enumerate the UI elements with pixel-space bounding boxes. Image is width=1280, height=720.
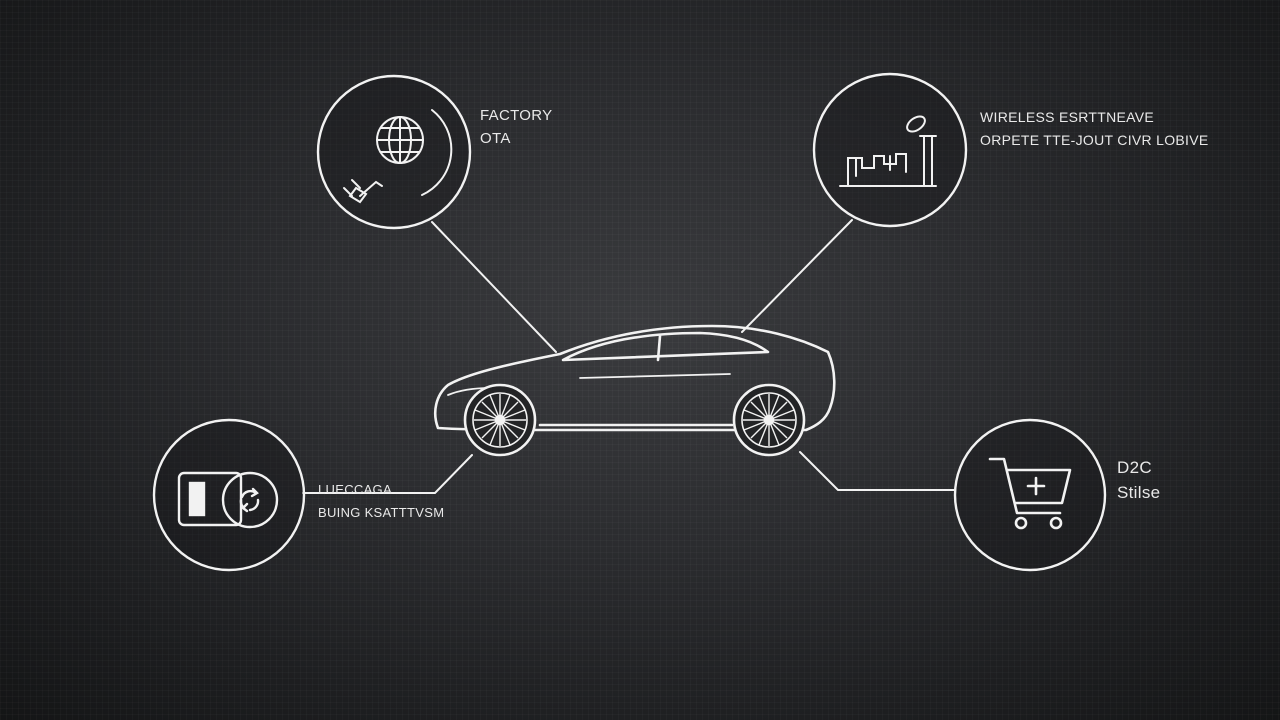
label-wireless-line-2: ORPETE TTE-JOUT CIVR LOBIVE bbox=[980, 132, 1209, 148]
label-battery-line-2: BUING KSATTTVSM bbox=[318, 505, 445, 520]
charging-station-icon bbox=[839, 115, 937, 187]
label-d2c-line-1: D2C bbox=[1117, 458, 1152, 477]
node-circle-battery bbox=[152, 418, 306, 572]
connector-d2c bbox=[799, 451, 956, 491]
globe-plug-icon bbox=[343, 109, 453, 204]
label-d2c: D2C Stilse bbox=[1117, 455, 1160, 505]
label-wireless-line-1: WIRELESS ESRTTNEAVE bbox=[980, 109, 1155, 125]
label-battery: LUECCAGA BUING KSATTTVSM bbox=[318, 478, 444, 524]
label-d2c-line-2: Stilse bbox=[1117, 483, 1161, 502]
node-circle-d2c bbox=[953, 418, 1107, 572]
label-factory-line-2: OTA bbox=[480, 130, 511, 147]
front-wheel bbox=[463, 383, 537, 457]
battery-recycle-icon bbox=[177, 471, 279, 529]
connector-wireless bbox=[741, 219, 853, 333]
label-factory-ota: FACTORY OTA bbox=[480, 104, 552, 150]
label-wireless: WIRELESS ESRTTNEAVE ORPETE TTE-JOUT CIVR… bbox=[980, 106, 1209, 152]
car-window bbox=[561, 331, 770, 362]
connector-factory bbox=[431, 221, 557, 353]
car-wheels bbox=[463, 383, 806, 457]
connector-battery bbox=[302, 454, 473, 494]
label-factory-line-1: FACTORY bbox=[480, 107, 553, 124]
shopping-cart-icon bbox=[988, 457, 1072, 530]
label-battery-line-1: LUECCAGA bbox=[318, 482, 392, 497]
node-circle-wireless bbox=[812, 72, 968, 228]
rear-wheel bbox=[732, 383, 806, 457]
